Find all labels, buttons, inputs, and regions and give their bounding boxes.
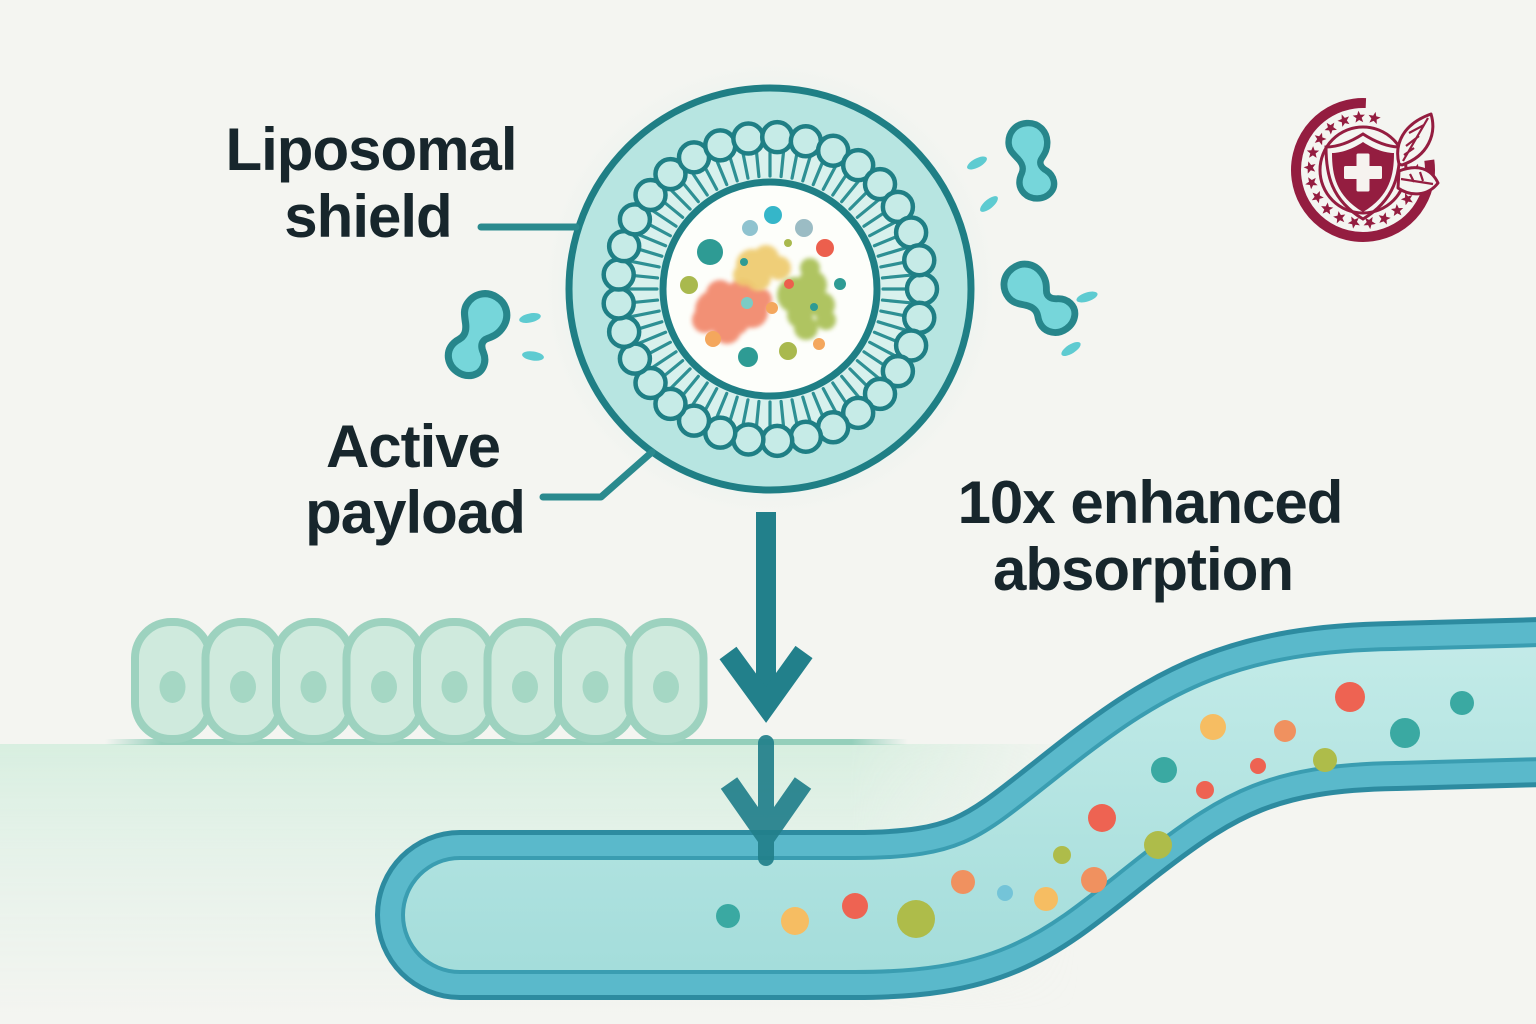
enzyme-blobs <box>444 119 1098 380</box>
label-absorption-line2: absorption <box>993 536 1293 603</box>
absorbed-nutrient-particles <box>716 682 1474 938</box>
lipid-heads <box>601 119 940 459</box>
label-absorption-line1: 10x enhanced <box>958 469 1343 536</box>
badge-star-ring <box>1303 110 1423 230</box>
absorption-arrow-upper <box>719 512 813 723</box>
arrow-head-icon <box>719 645 813 723</box>
epithelial-cell-row <box>131 618 708 743</box>
label-active-payload-line2: payload <box>305 479 525 546</box>
blood-vessel <box>375 617 1536 1000</box>
shield-outline-icon <box>1324 132 1402 221</box>
label-active-payload-line1: Active <box>326 413 500 480</box>
leaf-vein <box>1402 117 1429 162</box>
leader-lines <box>477 223 656 501</box>
payload-leader-line <box>539 448 656 501</box>
label-liposomal-shield-line1: Liposomal <box>225 116 516 183</box>
liposome-diagram <box>545 64 995 514</box>
absorption-arrow-lower <box>720 735 812 866</box>
label-liposomal-shield-line2: shield <box>284 183 451 250</box>
arrow-head-icon <box>720 777 812 854</box>
leaf-vein <box>1400 171 1434 186</box>
medical-cross-icon <box>1356 153 1370 192</box>
active-payload-contents <box>680 206 846 367</box>
